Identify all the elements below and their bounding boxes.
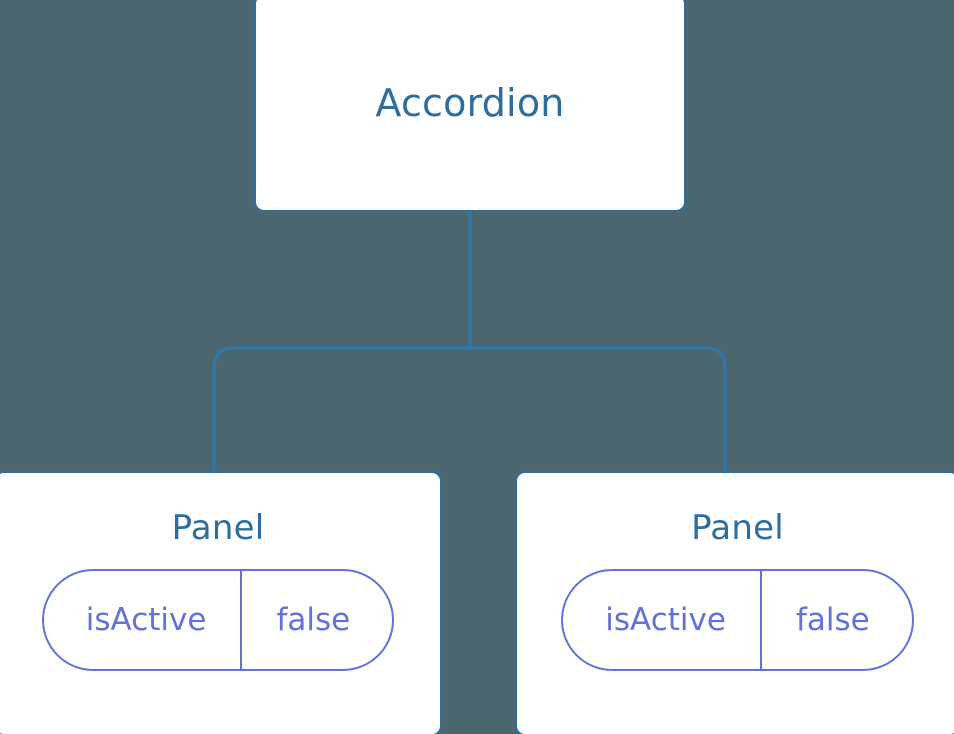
node-panel-2-label: Panel (691, 508, 784, 548)
prop-pill-is-active-1[interactable]: isActive false (41, 569, 395, 671)
prop-value-is-active-1: false (240, 571, 392, 669)
prop-key-is-active-1: isActive (85, 601, 207, 638)
node-accordion-label: Accordion (375, 81, 565, 125)
node-accordion[interactable]: Accordion (254, 0, 686, 212)
node-panel-1-label: Panel (171, 508, 265, 548)
node-panel-1[interactable]: Panel isActive false (0, 471, 442, 734)
prop-key-is-active-2: isActive (605, 601, 726, 638)
prop-value-is-active-2: false (759, 571, 912, 669)
node-panel-2[interactable]: Panel isActive false (515, 471, 954, 734)
edge-branch-bar (212, 346, 727, 471)
prop-pill-is-active-2[interactable]: isActive false (561, 569, 914, 671)
